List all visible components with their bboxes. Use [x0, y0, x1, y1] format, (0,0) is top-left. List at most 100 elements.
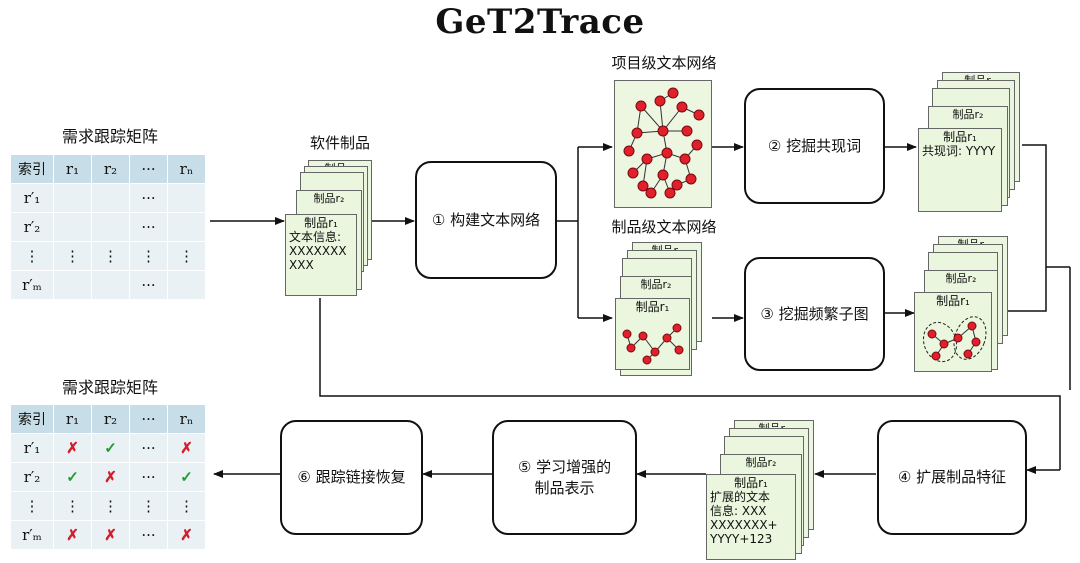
doc-label: 制品r₂	[952, 108, 984, 121]
matrix-cell: ···	[129, 270, 168, 300]
matrix-top-title: 需求跟踪矩阵	[61, 127, 158, 146]
line-subgraph-merge	[1008, 267, 1047, 312]
doc-card-front: 制品r₁	[914, 292, 992, 372]
doc-text: 文本信息:	[289, 230, 342, 244]
doc-label: 制品r₂	[745, 456, 777, 469]
check-icon: ✓	[91, 433, 130, 463]
matrix-header-cell: 索引	[10, 154, 54, 184]
step3-mine-subgraph: ③ 挖掘频繁子图	[744, 257, 885, 371]
matrix-cell: r′ₘ	[10, 520, 54, 550]
matrix-header-cell: rₙ	[167, 154, 206, 184]
step1-build-network: ① 构建文本网络	[415, 161, 557, 279]
matrix-cell: ···	[129, 433, 168, 463]
step-label: ① 构建文本网络	[431, 210, 541, 229]
project-network-box	[614, 80, 712, 208]
matrix-cell	[167, 270, 206, 300]
cross-icon: ✗	[91, 520, 130, 550]
step4-extend-features: ④ 扩展制品特征	[877, 420, 1027, 535]
doc-text: XXXXXXX+	[710, 518, 778, 532]
matrix-cell: ···	[129, 520, 168, 550]
matrix-cell	[167, 212, 206, 242]
matrix-cell: ⋮	[91, 241, 130, 271]
cross-icon: ✗	[53, 520, 92, 550]
matrix-cell: ⋮	[10, 241, 54, 271]
doc-text: YYYY+123	[710, 532, 773, 546]
doc-text: XXXXXXX	[289, 244, 347, 258]
doc-label: 制品r₂	[313, 192, 345, 205]
matrix-cell: r′₂	[10, 212, 54, 242]
step-label: 制品表示	[534, 478, 595, 497]
line-artifacts-bypass	[319, 298, 1061, 470]
check-icon: ✓	[167, 462, 206, 492]
doc-label: 制品r₂	[640, 278, 672, 291]
matrix-cell: ⋮	[167, 491, 206, 521]
doc-label: 制品r₁	[635, 300, 670, 314]
doc-label: 制品r₁	[936, 294, 970, 308]
matrix-cell	[53, 212, 92, 242]
matrix-header-cell: 索引	[10, 404, 54, 434]
matrix-cell	[53, 183, 92, 213]
matrix-cell: ···	[129, 183, 168, 213]
cross-icon: ✗	[167, 433, 206, 463]
matrix-cell	[91, 183, 130, 213]
matrix-cell: ⋮	[91, 491, 130, 521]
matrix-cell: ···	[129, 462, 168, 492]
matrix-cell	[53, 270, 92, 300]
matrix-cell: ⋮	[129, 491, 168, 521]
doc-text: 扩展的文本	[710, 490, 771, 504]
matrix-top: 索引 r₁ r₂ ··· rₙ r′₁ ··· r′₂ ··· ⋮ ⋮ ⋮ ⋮ …	[10, 154, 206, 300]
step-label: ② 挖掘共现词	[767, 136, 862, 155]
matrix-cell	[91, 212, 130, 242]
software-artifacts-label: 软件制品	[309, 134, 370, 152]
matrix-header-cell: rₙ	[167, 404, 206, 434]
step-label: ⑥ 跟踪链接恢复	[297, 468, 406, 486]
text-network-graph	[622, 323, 684, 365]
step-label: ④ 扩展制品特征	[897, 468, 1007, 486]
matrix-bottom-title: 需求跟踪矩阵	[61, 378, 158, 397]
cross-icon: ✗	[91, 462, 130, 492]
matrix-header-cell: ···	[129, 404, 168, 434]
matrix-cell: ⋮	[10, 491, 54, 521]
cross-icon: ✗	[167, 520, 206, 550]
step5-learn-representation: ⑤ 学习增强的 制品表示	[492, 420, 637, 535]
doc-card-front: 制品r₁ 扩展的文本 信息: XXX XXXXXXX+ YYYY+123	[706, 474, 796, 560]
doc-text: 共现词: YYYY	[922, 144, 996, 158]
matrix-cell: ⋮	[53, 491, 92, 521]
matrix-cell: r′₁	[10, 433, 54, 463]
matrix-cell	[167, 183, 206, 213]
line-cooccur-merge	[1022, 144, 1070, 268]
matrix-bottom: 索引 r₁ r₂ ··· rₙ r′₁ ✗ ✓ ··· ✗ r′₂ ✓ ✗ ··…	[10, 404, 206, 550]
matrix-header-cell: r₂	[91, 404, 130, 434]
doc-card-front: 制品r₁	[615, 298, 690, 370]
cross-icon: ✗	[53, 433, 92, 463]
doc-card-front: 制品r₁ 共现词: YYYY	[918, 128, 1002, 212]
diagram-title: GeT2Trace	[435, 2, 645, 42]
text-network-graph	[623, 87, 705, 199]
doc-text: 信息: XXX	[710, 504, 767, 518]
step-label: ③ 挖掘频繁子图	[760, 304, 869, 323]
doc-label: 制品r₁	[304, 216, 338, 230]
doc-card-front: 制品r₁ 文本信息: XXXXXXX XXX	[285, 214, 357, 296]
matrix-cell: ⋮	[129, 241, 168, 271]
matrix-cell: r′₂	[10, 462, 54, 492]
matrix-header-cell: ···	[129, 154, 168, 184]
artifact-network-label: 制品级文本网络	[611, 218, 717, 236]
matrix-cell: r′ₘ	[10, 270, 54, 300]
matrix-cell: r′₁	[10, 183, 54, 213]
matrix-header-cell: r₁	[53, 404, 92, 434]
check-icon: ✓	[53, 462, 92, 492]
step-label: ⑤ 学习增强的	[517, 457, 612, 476]
project-network-label: 项目级文本网络	[611, 54, 717, 72]
matrix-cell: ···	[129, 212, 168, 242]
matrix-cell: ⋮	[167, 241, 206, 271]
step2-mine-cooccur: ② 挖掘共现词	[744, 88, 885, 204]
doc-label: 制品r₁	[943, 130, 977, 144]
matrix-header-cell: r₂	[91, 154, 130, 184]
matrix-cell: ⋮	[53, 241, 92, 271]
doc-text: XXX	[289, 258, 314, 272]
matrix-cell	[91, 270, 130, 300]
doc-label: 制品r₁	[734, 476, 768, 490]
step6-link-recovery: ⑥ 跟踪链接恢复	[280, 420, 423, 535]
subgraph-graph	[922, 316, 987, 363]
